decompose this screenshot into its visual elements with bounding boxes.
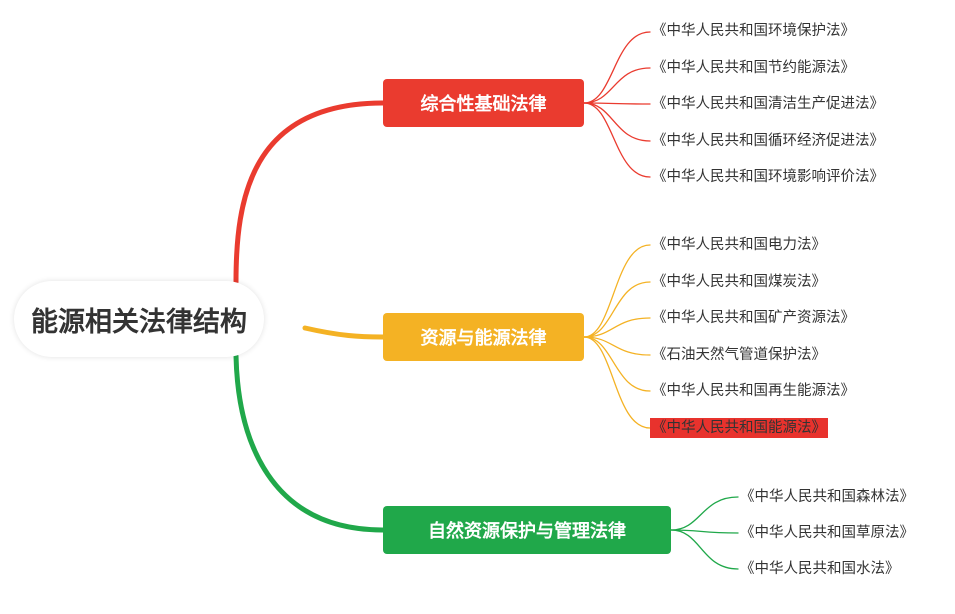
leaf-grassland-law[interactable]: 《中华人民共和国草原法》 [740,525,914,541]
leaf-forest-law[interactable]: 《中华人民共和国森林法》 [740,489,914,505]
connector-resource-leaf-0 [583,244,651,338]
leaf-water-law[interactable]: 《中华人民共和国水法》 [740,561,900,577]
leaf-electric-power-law[interactable]: 《中华人民共和国电力法》 [652,237,826,253]
branch-label: 综合性基础法律 [420,94,547,115]
leaf-environmental-protection-law[interactable]: 《中华人民共和国环境保护法》 [652,23,855,39]
connector-resource-leaf-4 [583,336,651,392]
connector-comprehensive-leaf-3 [583,102,651,142]
connector-natural-leaf-0 [670,496,739,531]
connector-comprehensive-leaf-0 [583,31,651,104]
leaf-mineral-resources-law[interactable]: 《中华人民共和国矿产资源法》 [652,310,855,326]
connector-natural-leaf-1 [670,529,739,534]
connector-comprehensive-leaf-1 [583,67,651,104]
leaf-circular-economy-law[interactable]: 《中华人民共和国循环经济促进法》 [652,133,884,149]
central-topic[interactable]: 能源相关法律结构 [14,281,264,357]
connector-comprehensive-leaf-2 [583,102,651,105]
branch-natural-resource-laws[interactable]: 自然资源保护与管理法律 [383,506,671,554]
connector-resource-leaf-5 [583,336,651,429]
leaf-oil-gas-pipeline-law[interactable]: 《石油天然气管道保护法》 [652,347,826,363]
branch-comprehensive-laws[interactable]: 综合性基础法律 [383,79,584,127]
leaf-energy-law-highlighted[interactable]: 《中华人民共和国能源法》 [650,418,828,438]
connector-natural-leaf-2 [670,529,739,570]
connector-resource-leaf-3 [583,336,651,356]
branch-label: 资源与能源法律 [420,328,547,349]
leaf-environmental-impact-assessment-law[interactable]: 《中华人民共和国环境影响评价法》 [652,169,884,185]
connector-comprehensive-leaf-4 [583,102,651,178]
leaf-renewable-energy-law[interactable]: 《中华人民共和国再生能源法》 [652,383,855,399]
connector-resource-leaf-2 [583,317,651,338]
leaf-energy-conservation-law[interactable]: 《中华人民共和国节约能源法》 [652,60,855,76]
leaf-coal-law[interactable]: 《中华人民共和国煤炭法》 [652,274,826,290]
branch-label: 自然资源保护与管理法律 [428,521,626,542]
connector-central-to-natural [233,353,386,533]
leaf-cleaner-production-law[interactable]: 《中华人民共和国清洁生产促进法》 [652,96,884,112]
connector-central-to-comprehensive [233,100,386,285]
connector-resource-leaf-1 [583,281,651,338]
branch-resource-energy-laws[interactable]: 资源与能源法律 [383,313,584,361]
central-topic-label: 能源相关法律结构 [31,306,247,338]
connector-central-to-resource [302,325,386,340]
